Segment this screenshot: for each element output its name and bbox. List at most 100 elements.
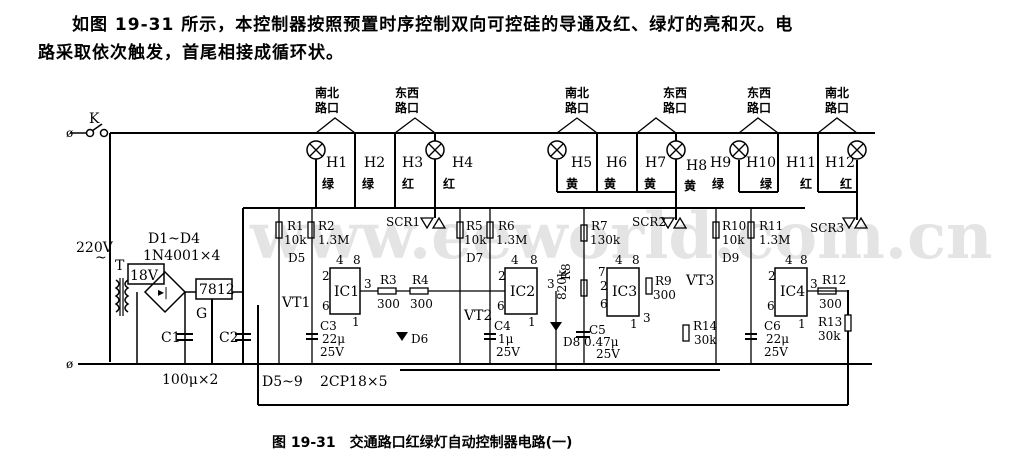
component-label: 4 <box>785 253 793 267</box>
component-label: C5 <box>589 323 606 337</box>
watermark: www.eeworld.com.cn <box>249 199 993 274</box>
description-line-2: 路采取依次触发，首尾相接成循环状。 <box>38 43 344 63</box>
component-label: 8 <box>530 253 538 267</box>
ic-label: IC2 <box>510 284 535 300</box>
lamp-icon <box>666 140 686 160</box>
component-label: 10k <box>284 233 307 247</box>
component-label: R6 <box>498 219 515 233</box>
component-label: VT1 <box>281 295 310 311</box>
component-label: 4 <box>336 253 344 267</box>
component-label: D5 <box>288 251 305 265</box>
component-label: 1.3M <box>759 233 790 247</box>
lamp-id: H6 <box>606 155 627 171</box>
component-label: 3 <box>547 277 555 291</box>
component-label: D6 <box>411 332 428 346</box>
group-label: 南北 <box>825 85 849 100</box>
lamp-color: 红 <box>840 176 852 191</box>
component-label: 1 <box>352 315 360 329</box>
lamp-id: H9 <box>710 155 731 171</box>
lamp-id: H7 <box>645 155 666 171</box>
c1-label: C1 <box>161 330 181 346</box>
component-label: 0.47μ <box>584 335 619 349</box>
component-label: R12 <box>822 273 846 287</box>
component-label: 2 <box>322 269 330 283</box>
lamp-group-labels: 南北 路口 东西 路口 南北 路口 东西 路口 东西 路口 南北 路口 <box>315 85 858 134</box>
diode-series-label: D5~9 <box>262 374 303 390</box>
diode-glyph: ▸| <box>158 285 168 299</box>
power-switch[interactable]: K ø <box>66 111 109 140</box>
component-label: VT2 <box>463 308 492 324</box>
component-label: 3 <box>643 311 651 325</box>
component-label: SCR2 <box>632 215 666 229</box>
component-label: R5 <box>466 219 483 233</box>
component-label: 1 <box>798 317 806 331</box>
mains-voltage-label: 220V <box>76 240 114 256</box>
lamp-id: H2 <box>364 155 385 171</box>
secondary-voltage-label: 18V <box>130 268 159 284</box>
component-label: 2 <box>498 269 506 283</box>
component-label: 2 <box>768 269 776 283</box>
lamp-id: H12 <box>825 155 855 171</box>
component-label: 300 <box>819 297 842 311</box>
regulator-ground-label: G <box>196 306 207 322</box>
component-label: 25V <box>764 345 788 359</box>
component-label: C3 <box>320 319 337 333</box>
component-label: 30k <box>694 333 717 347</box>
lamp-color: 红 <box>402 176 414 191</box>
component-label: C6 <box>764 319 781 333</box>
lamp-labels: H1 绿 H2 绿 H3 红 H4 红 H5 黄 H6 黄 H7 黄 H8 黄 … <box>322 155 855 193</box>
lamp-color: 绿 <box>362 176 375 191</box>
description-line-1: 如图 19-31 所示，本控制器按照预置时序控制双向可控硅的导通及红、绿灯的亮和… <box>72 15 794 35</box>
stage-2: R5 10k R6 1.3M D7 VT2 C4 1μ 25V <box>456 208 527 364</box>
group-label: 东西 <box>747 85 771 100</box>
component-label: 6 <box>497 299 505 313</box>
component-label: R11 <box>759 219 783 233</box>
component-label: R3 <box>380 273 397 287</box>
lamp-color: 黄 <box>566 176 578 191</box>
lamp-icon <box>425 140 445 160</box>
component-label: R13 <box>818 315 842 329</box>
triac-icon <box>841 217 857 230</box>
c2-label: C2 <box>219 330 239 346</box>
stage-3: R7 130k R8 820k C5 0.47μ 25V D8 R9 300 S… <box>550 208 688 370</box>
ic-label: IC4 <box>780 284 805 300</box>
lamp-color: 黄 <box>644 176 656 191</box>
lamp-id: H10 <box>746 155 776 171</box>
figure-caption: 图 19-31 交通路口红绿灯自动控制器电路(一) <box>272 435 573 451</box>
ic4-box <box>774 267 808 317</box>
component-label: R8 <box>559 263 573 280</box>
ic3-box <box>606 267 640 317</box>
lamp-id: H8 <box>686 158 707 174</box>
lamp-icon <box>306 140 326 160</box>
component-label: SCR1 <box>386 215 420 229</box>
stage-4: R10 10k R11 1.3M D9 VT3 C6 22μ 25V R14 3… <box>682 208 869 364</box>
component-label: VT3 <box>685 273 714 289</box>
component-label: 1.3M <box>496 233 527 247</box>
component-label: R1 <box>287 219 304 233</box>
voltage-regulator <box>195 278 233 300</box>
component-label: 4 <box>511 253 519 267</box>
component-label: 8 <box>353 253 361 267</box>
group-label: 路口 <box>825 100 849 115</box>
component-label: 820k <box>555 269 569 300</box>
component-label: D8 <box>563 335 580 349</box>
component-label: 3 <box>810 277 818 291</box>
component-label: 300 <box>410 297 433 311</box>
component-label: 300 <box>377 297 400 311</box>
stage-1: R1 10k R2 1.3M D5 VT1 C3 22μ 25V <box>275 208 349 364</box>
ic-label: IC1 <box>334 284 359 300</box>
component-label: 6 <box>322 299 330 313</box>
component-label: R2 <box>318 219 335 233</box>
triac-icon <box>660 217 676 230</box>
stage-1-output: R3 300 R4 300 D6 SCR1 <box>360 215 505 346</box>
component-label: 22μ <box>322 332 345 346</box>
ground-terminal-symbol: ø <box>66 357 73 371</box>
transformer-primary-icon <box>114 279 120 313</box>
component-label: 10k <box>722 233 745 247</box>
component-label: R7 <box>591 219 608 233</box>
component-label: C4 <box>494 319 511 333</box>
group-label: 南北 <box>565 85 589 100</box>
component-label: R14 <box>693 319 718 333</box>
terminal-symbol: ø <box>66 126 73 140</box>
lamp-icon <box>547 140 567 160</box>
